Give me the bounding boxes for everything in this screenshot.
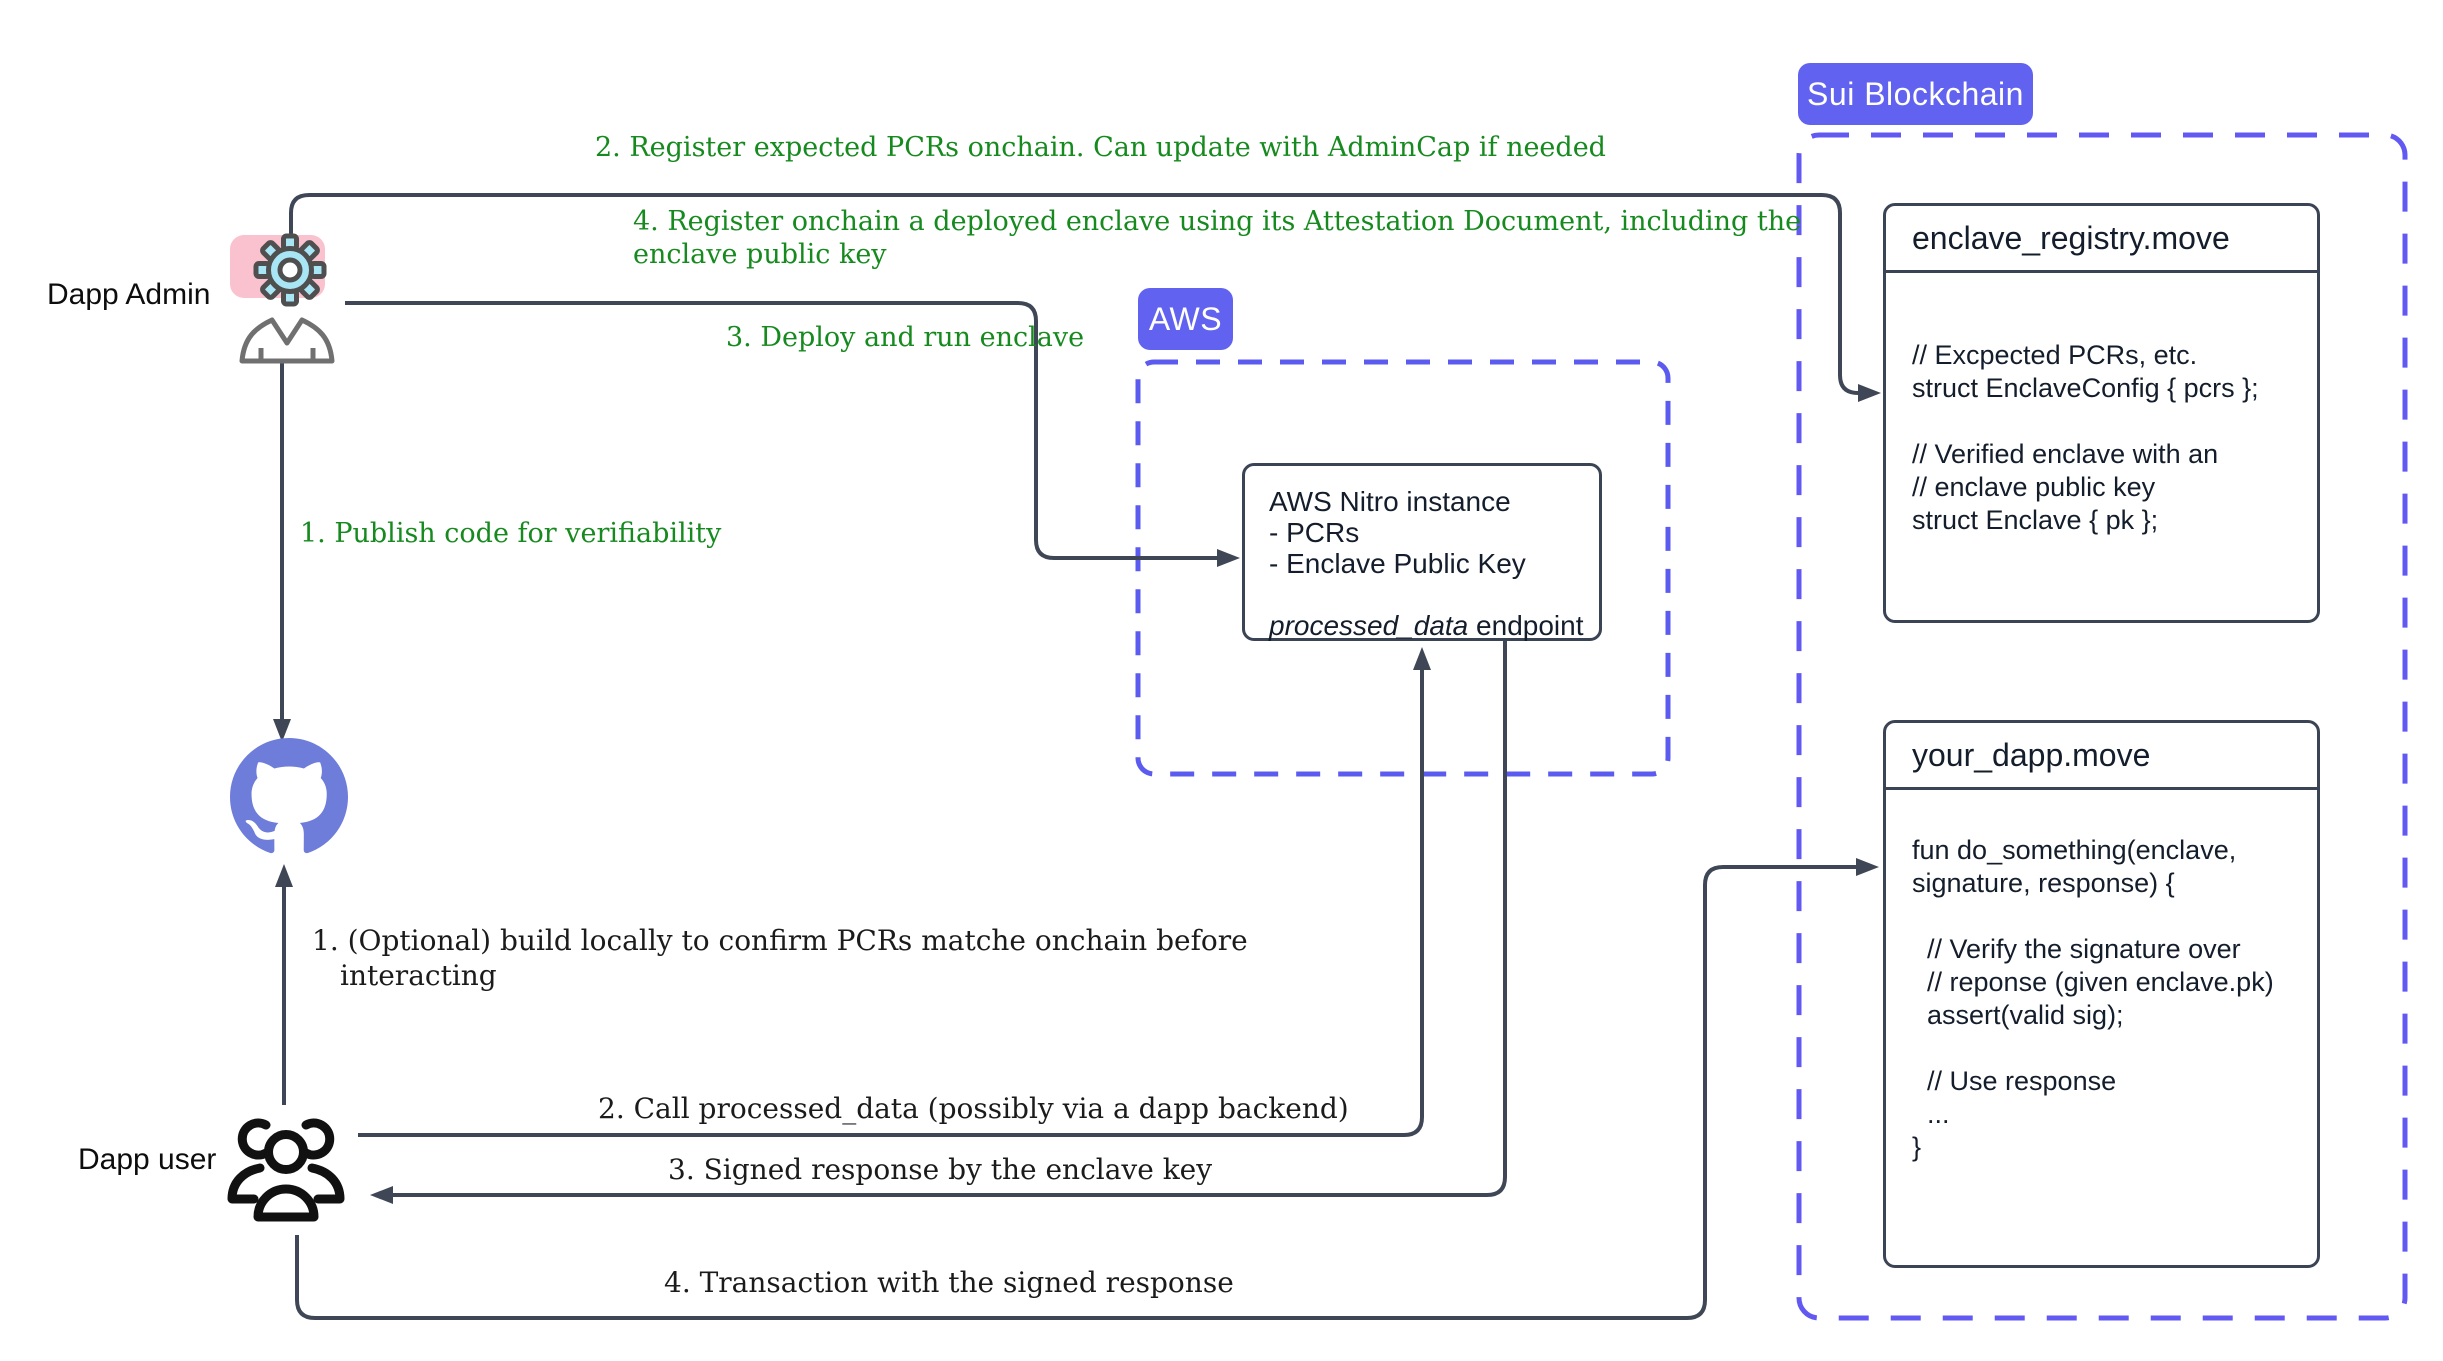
nitro-line: - Enclave Public Key	[1269, 548, 1526, 579]
registry-code-line: struct EnclaveConfig { pcrs };	[1912, 373, 2259, 403]
dapp-user-label: Dapp user	[78, 1143, 217, 1176]
arrowhead-into-registry	[1858, 384, 1881, 402]
endpoint-suffix: endpoint	[1468, 610, 1584, 641]
dapp-code-line	[1912, 900, 2309, 933]
annotation-register-pcrs: 2. Register expected PCRs onchain. Can u…	[595, 132, 1606, 163]
nitro-endpoint-line: processed_data endpoint	[1269, 610, 1591, 641]
registry-code-line: // Excpected PCRs, etc.	[1912, 340, 2198, 370]
arrowhead-into-user	[370, 1186, 393, 1204]
annotation-build-line2: interacting	[340, 959, 497, 992]
arrow-call-processed-data	[358, 668, 1424, 1137]
your-dapp-title: your_dapp.move	[1886, 723, 2317, 790]
aws-chip: AWS	[1138, 288, 1233, 350]
arrowhead-toward-github	[275, 864, 293, 887]
annotation-signed-response: 3. Signed response by the enclave key	[668, 1153, 1213, 1186]
sui-chip-label: Sui Blockchain	[1807, 75, 2024, 112]
annotation-register-enclave-line2: enclave public key	[633, 239, 887, 270]
dapp-code-line: assert(valid sig);	[1912, 1000, 2124, 1030]
sui-blockchain-chip: Sui Blockchain	[1798, 63, 2033, 125]
sui-blockchain-boundary	[1796, 132, 2408, 1321]
dapp-code-line: ...	[1912, 1099, 1950, 1129]
annotation-build-locally: 1. (Optional) build locally to confirm P…	[312, 923, 1248, 993]
dapp-code-line: // reponse (given enclave.pk)	[1912, 967, 2274, 997]
annotation-register-enclave: 4. Register onchain a deployed enclave u…	[633, 205, 1801, 271]
dapp-code-line	[1912, 1032, 2309, 1065]
endpoint-name: processed_data	[1269, 610, 1469, 641]
dapp-code-line: signature, response) {	[1912, 868, 2175, 898]
arrow-signed-response	[391, 641, 1507, 1197]
aws-nitro-box: AWS Nitro instance - PCRs - Enclave Publ…	[1242, 463, 1602, 641]
annotation-register-enclave-line1: 4. Register onchain a deployed enclave u…	[633, 206, 1802, 237]
arrowhead-into-nitro	[1217, 549, 1240, 567]
dapp-code-line: // Verify the signature over	[1912, 934, 2241, 964]
users-icon	[227, 1118, 345, 1222]
registry-code-line: struct Enclave { pk };	[1912, 505, 2159, 535]
annotation-transaction: 4. Transaction with the signed response	[664, 1266, 1234, 1299]
gear-icon	[253, 233, 327, 307]
nitro-line: AWS Nitro instance	[1269, 486, 1511, 517]
github-icon	[230, 738, 348, 854]
annotation-call-processed-data: 2. Call processed_data (possibly via a d…	[598, 1092, 1349, 1125]
dapp-code-line: }	[1912, 1132, 1922, 1162]
enclave-registry-box: enclave_registry.move // Excpected PCRs,…	[1883, 203, 2320, 623]
your-dapp-box: your_dapp.move fun do_something(enclave,…	[1883, 720, 2320, 1268]
dapp-code-line: fun do_something(enclave,	[1912, 835, 2237, 865]
arrow-transaction	[295, 865, 1858, 1320]
dapp-admin-label: Dapp Admin	[47, 278, 211, 311]
registry-code-line	[1912, 405, 2309, 438]
annotation-deploy: 3. Deploy and run enclave	[726, 322, 1085, 353]
enclave-registry-title: enclave_registry.move	[1886, 206, 2317, 273]
arrow-deploy-enclave	[345, 301, 1219, 560]
aws-boundary	[1135, 359, 1671, 777]
arrowhead-into-dapp	[1856, 858, 1879, 876]
arrow-register-pcrs	[289, 193, 1860, 395]
registry-code-line: // Verified enclave with an	[1912, 439, 2219, 469]
arrowhead-into-endpoint	[1413, 647, 1431, 670]
nitro-line: - PCRs	[1269, 517, 1360, 548]
dapp-code-line: // Use response	[1912, 1066, 2117, 1096]
aws-chip-label: AWS	[1148, 300, 1223, 337]
admin-person-icon	[239, 317, 335, 364]
arrowhead-into-github	[273, 719, 291, 742]
registry-code-line: // enclave public key	[1912, 472, 2156, 502]
annotation-publish: 1. Publish code for verifiability	[300, 518, 722, 549]
annotation-build-line1: 1. (Optional) build locally to confirm P…	[312, 924, 1248, 957]
